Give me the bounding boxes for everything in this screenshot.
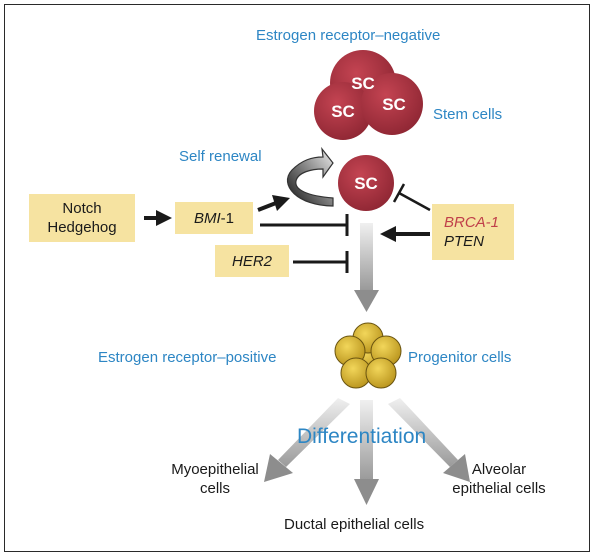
bmi-to-self-renewal-arrow [257,195,290,212]
stem-cell-top-label: SC [351,74,375,93]
alveolar-line2: epithelial cells [452,480,546,497]
progenitor-cell-cluster [334,322,402,389]
her2-inhibition-line [293,251,349,273]
pten-arrow [380,226,430,242]
alveolar-label: Alveolar epithelial cells [440,460,558,498]
er-negative-label: Estrogen receptor–negative [256,27,441,44]
differentiation-arrow-center [354,400,379,505]
brca1-inhibition-line [392,183,431,212]
stem-cells-label: Stem cells [433,106,503,123]
her2-box: HER2 [215,245,289,277]
self-renewal-arrow [286,146,334,207]
her2-label: HER2 [231,252,272,270]
bmi-gene-label: BMI [193,209,221,227]
notch-label: Notch [62,200,102,217]
myoepithelial-line2: cells [199,480,230,497]
stem-cell-cluster: SC SC SC [314,50,423,140]
alveolar-line1: Alveolar [471,461,527,478]
brca1-pten-box: BRCA-1 PTEN [432,204,514,260]
single-stem-cell: SC [338,155,394,211]
differentiation-label: Differentiation [297,425,427,448]
notch-hedgehog-box: Notch Hedgehog [29,194,135,242]
pten-label: PTEN [444,233,485,250]
hedgehog-label: Hedgehog [47,219,117,236]
self-renewal-label: Self renewal [179,148,262,165]
differentiation-arrow-right [388,398,470,482]
ductal-label: Ductal epithelial cells [284,516,425,533]
progenitor-cells-label: Progenitor cells [408,349,512,366]
myoepithelial-line1: Myoepithelial [171,461,259,478]
single-stem-cell-label: SC [354,174,378,193]
er-positive-label: Estrogen receptor–positive [98,349,277,366]
notch-to-bmi-arrow [144,210,172,226]
stem-cell-right-label: SC [382,95,406,114]
bmi-inhibition-line [260,214,349,236]
stem-cell-left [314,82,372,140]
bmi1-box: BMI-1 [175,202,253,234]
differentiation-arrow-left [264,398,350,482]
stem-cell-right [361,73,423,135]
stem-to-progenitor-arrow [354,223,379,312]
bmi-suffix-label: -1 [220,209,234,227]
stem-cell-left-label: SC [331,102,355,121]
figure-frame [4,4,590,552]
myoepithelial-label: Myoepithelial cells [170,460,260,498]
brca1-label: BRCA-1 [444,214,500,231]
